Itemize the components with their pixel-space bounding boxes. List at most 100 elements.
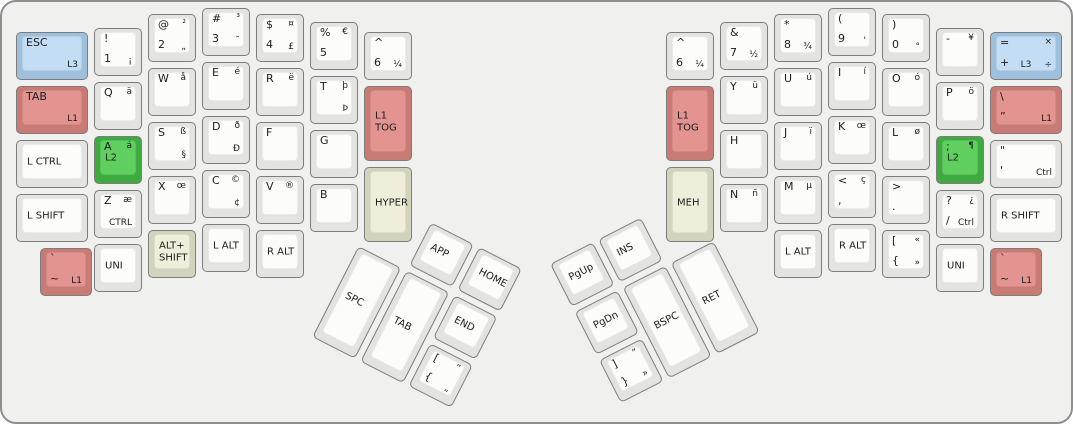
key-equals[interactable]: =×+÷L3 — [990, 32, 1062, 80]
key-minus[interactable]: -¥ — [936, 28, 984, 76]
key-equals-legend-br: ÷ — [1044, 59, 1052, 70]
key-x-legend-tr: œ — [176, 181, 186, 191]
key-3-legend-bl: 3 — [212, 32, 219, 46]
key-left-shift[interactable]: L SHIFT — [16, 194, 88, 242]
keycap-face: -¥ — [942, 32, 978, 67]
key-grave-legend-tl: ` — [50, 252, 56, 265]
key-0-legend-bl: 0 — [892, 38, 899, 52]
key-4[interactable]: $¤4£ — [256, 14, 304, 62]
key-j-legend-tl: J — [784, 126, 788, 139]
key-backslash-legend-tl: \ — [1000, 90, 1004, 103]
key-uni-right[interactable]: UNI — [936, 244, 984, 292]
key-1[interactable]: !1¡ — [94, 28, 142, 76]
key-k-legend-tr: œ — [856, 121, 866, 131]
key-left-alt[interactable]: L ALT — [202, 224, 250, 272]
key-alt-shift[interactable]: ALT+ SHIFT — [148, 230, 196, 278]
keycap-face: G — [316, 134, 352, 169]
key-f[interactable]: F — [256, 122, 304, 170]
key-a-legend-c: L2 — [105, 152, 117, 164]
keycap-face: PgDn — [581, 296, 630, 345]
key-left-bracket-row[interactable]: [«{» — [882, 230, 930, 278]
key-equals-legend-bl: + — [1000, 56, 1010, 70]
key-quote[interactable]: "'Ctrl — [990, 140, 1062, 188]
keycap-face: END — [442, 301, 491, 349]
key-right-shift[interactable]: R SHIFT — [990, 194, 1062, 242]
keycap-face: ALT+ SHIFT — [154, 234, 190, 269]
key-9[interactable]: (9' — [828, 8, 876, 56]
key-tilde-right-legend-bl: ~ — [1000, 272, 1010, 286]
key-z-legend-tr: æ — [123, 195, 132, 205]
key-meh[interactable]: MEH — [666, 167, 714, 242]
keycap-face: L1 TOG — [672, 90, 708, 152]
key-left-bracket-row-legend-bl: { — [892, 254, 899, 268]
key-period[interactable]: >. — [882, 176, 930, 224]
key-right-alt-left[interactable]: R ALT — [256, 230, 304, 278]
key-b[interactable]: B — [310, 184, 358, 232]
key-hyper[interactable]: HYPER — [364, 167, 412, 242]
key-7-legend-tl: & — [730, 26, 739, 39]
key-5[interactable]: %€5 — [310, 22, 358, 70]
key-left-ctrl[interactable]: L CTRL — [16, 140, 88, 188]
key-left-ctrl-legend-c: L CTRL — [27, 156, 62, 168]
keycap-face: =×+÷L3 — [996, 36, 1056, 71]
key-y-legend-tr: ü — [752, 81, 758, 91]
key-right-alt-right[interactable]: R ALT — [828, 224, 876, 272]
key-8-legend-br: ¾ — [803, 41, 812, 52]
key-grave[interactable]: `~L1 — [40, 248, 92, 296]
key-4-legend-bl: 4 — [266, 38, 273, 52]
key-backslash[interactable]: \”L1 — [990, 86, 1062, 134]
key-l1-tog-left[interactable]: L1 TOG — [364, 86, 412, 161]
key-0-legend-br: ° — [915, 41, 921, 52]
key-v-legend-tr: ® — [285, 181, 294, 191]
key-slash[interactable]: ?¿/Ctrl — [936, 190, 984, 238]
key-tilde-right[interactable]: `~L1 — [990, 248, 1042, 296]
key-comma[interactable]: <ç, — [828, 170, 876, 218]
key-2-legend-br: „ — [181, 41, 186, 52]
key-j-legend-tr: ï — [809, 127, 812, 137]
key-semicolon[interactable]: ;¶L2 — [936, 136, 984, 184]
key-g[interactable]: G — [310, 130, 358, 178]
key-c[interactable]: C©¢ — [202, 170, 250, 218]
key-uni-left[interactable]: UNI — [94, 244, 142, 292]
key-comma-legend-tr: ç — [861, 175, 866, 185]
key-0[interactable]: )0° — [882, 14, 930, 62]
key-v[interactable]: V® — [256, 176, 304, 224]
key-left-alt-right[interactable]: L ALT — [774, 230, 822, 278]
key-space-legend-c: SPC — [343, 290, 366, 310]
key-l1-tog-right[interactable]: L1 TOG — [666, 86, 714, 161]
key-right-bracket-thumb-legend-tr: ” — [630, 347, 640, 359]
key-h[interactable]: H — [720, 130, 768, 178]
key-right-shift-legend-c: R SHIFT — [1001, 210, 1040, 222]
